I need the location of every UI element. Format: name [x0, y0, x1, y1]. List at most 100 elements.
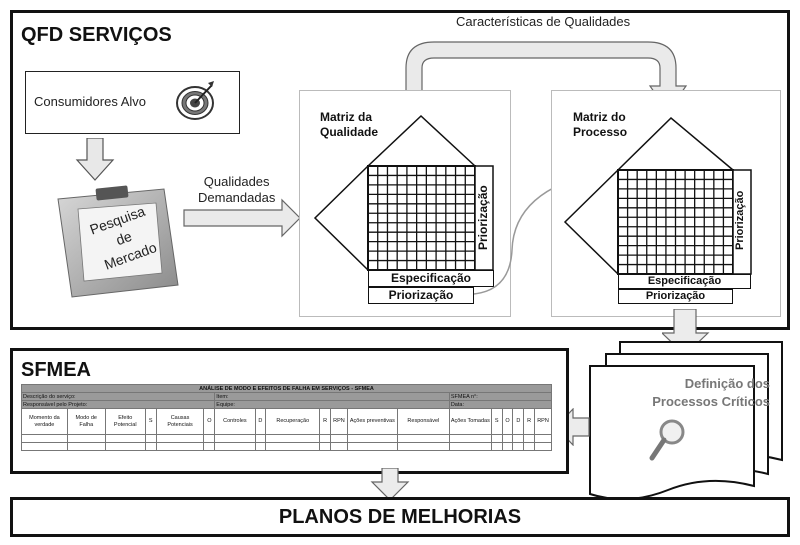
process-matrix-title-2: Processo: [573, 125, 628, 139]
sfmea-cell: [330, 434, 348, 443]
sfmea-col-header: RPN: [330, 408, 348, 435]
sfmea-col-header: S: [490, 408, 503, 435]
consumers-box: Consumidores Alvo: [25, 71, 240, 134]
sfmea-cell: [265, 442, 321, 451]
sfmea-cell: [396, 442, 450, 451]
sfmea-cell: [104, 442, 146, 451]
arrow-down-sfmea: [370, 468, 410, 501]
sfmea-cell: [254, 442, 267, 451]
sfmea-cell: [346, 434, 398, 443]
quality-prior-label: Priorização: [368, 287, 474, 304]
sfmea-row1-a: Descrição do serviço:: [20, 392, 216, 401]
sfmea-col-header: RPN: [534, 408, 552, 435]
sfmea-cell: [155, 442, 205, 451]
sfmea-cell: [534, 442, 552, 451]
sfmea-title: SFMEA: [21, 359, 91, 381]
consumers-label: Consumidores Alvo: [34, 94, 146, 109]
critical-line-2: Processos Críticos: [652, 394, 770, 409]
sfmea-empty-row: [21, 442, 552, 451]
quality-matrix-title-1: Matriz da: [320, 110, 373, 124]
magnifier-icon: [649, 419, 685, 461]
sfmea-col-header: Ações Tomadas: [448, 408, 492, 435]
sfmea-col-header: Controles: [214, 408, 256, 435]
sfmea-row1-c: SFMEA n°:: [448, 392, 553, 401]
sfmea-col-header: Responsável: [396, 408, 450, 435]
demanded-line-1: Qualidades: [203, 174, 270, 189]
process-matrix-title-1: Matriz do: [573, 110, 626, 124]
sfmea-cell: [396, 434, 450, 443]
critical-line-1: Definição dos: [684, 376, 770, 391]
quality-spec-label: Especificação: [368, 270, 494, 287]
sfmea-cell: [203, 434, 216, 443]
sfmea-cell: [448, 442, 492, 451]
sfmea-cell: [448, 434, 492, 443]
sfmea-col-header: Efeito Potencial: [104, 408, 146, 435]
sfmea-col-header: Modo de Falha: [66, 408, 106, 435]
sfmea-cell: [265, 434, 321, 443]
sfmea-cell: [534, 434, 552, 443]
sfmea-cell: [523, 434, 535, 443]
sfmea-cell: [501, 434, 514, 443]
target-icon: [176, 81, 214, 120]
sfmea-cell: [21, 442, 68, 451]
process-matrix-title: Matriz do Processo: [573, 110, 627, 140]
plans-panel: [10, 497, 790, 537]
sfmea-col-header: Ações preventivas: [346, 408, 398, 435]
process-prior-label: Priorização: [618, 289, 733, 304]
sfmea-col-header: O: [203, 408, 216, 435]
sfmea-cell: [523, 442, 535, 451]
sfmea-row2-c: Data:: [448, 400, 553, 409]
sfmea-cell: [144, 434, 157, 443]
sfmea-cell: [214, 442, 256, 451]
sfmea-cell: [490, 442, 503, 451]
sfmea-cell: [144, 442, 157, 451]
sfmea-cell: [66, 442, 106, 451]
sfmea-cell: [66, 434, 106, 443]
clipboard-icon: [57, 185, 179, 298]
qfd-title: QFD SERVIÇOS: [21, 24, 172, 46]
sfmea-col-header: O: [501, 408, 514, 435]
sfmea-row1-b: Item:: [214, 392, 450, 401]
sfmea-col-header: Recuperação: [265, 408, 321, 435]
sfmea-cell: [501, 442, 514, 451]
sfmea-cell: [330, 442, 348, 451]
sfmea-cell: [319, 442, 332, 451]
sfmea-col-header: S: [144, 408, 157, 435]
sfmea-cell: [104, 434, 146, 443]
sfmea-col-header: R: [523, 408, 535, 435]
sfmea-col-header: Causas Potenciais: [155, 408, 205, 435]
plans-title: PLANOS DE MELHORIAS: [278, 506, 522, 528]
sfmea-col-header: Momento da verdade: [21, 408, 68, 435]
sfmea-cell: [21, 434, 68, 443]
sfmea-row2-b: Equipe:: [214, 400, 450, 409]
quality-matrix-diagram: [313, 114, 494, 271]
sfmea-table-title: ANÁLISE DE MODO E EFEITOS DE FALHA EM SE…: [21, 384, 552, 393]
quality-matrix-title: Matriz da Qualidade: [320, 110, 378, 140]
sfmea-table: ANÁLISE DE MODO E EFEITOS DE FALHA EM SE…: [20, 384, 553, 451]
sfmea-cell: [155, 434, 205, 443]
sfmea-row2-a: Responsável pelo Projeto:: [20, 400, 216, 409]
process-matrix-diagram: [563, 116, 752, 275]
sfmea-cell: [214, 434, 256, 443]
process-side-label: Priorização: [734, 190, 746, 250]
sfmea-cell: [346, 442, 398, 451]
sfmea-col-header: D: [512, 408, 525, 435]
sfmea-cell: [512, 434, 525, 443]
characteristics-label: Características de Qualidades: [456, 14, 631, 29]
sfmea-cell: [203, 442, 216, 451]
sfmea-cell: [319, 434, 332, 443]
critical-label: Definição dos Processos Críticos: [620, 375, 770, 411]
sfmea-col-header: D: [254, 408, 267, 435]
arrow-right-demanded: [183, 198, 301, 238]
arrow-down-consumers: [75, 138, 115, 181]
sfmea-cell: [490, 434, 503, 443]
sfmea-cell: [512, 442, 525, 451]
sfmea-empty-row: [21, 434, 552, 443]
demanded-line-2: Demandadas: [198, 190, 276, 205]
sfmea-cell: [254, 434, 267, 443]
quality-matrix-title-2: Qualidade: [320, 125, 379, 139]
demanded-label: Qualidades Demandadas: [198, 174, 275, 206]
sfmea-col-header: R: [319, 408, 332, 435]
process-spec-label: Especificação: [618, 274, 751, 289]
